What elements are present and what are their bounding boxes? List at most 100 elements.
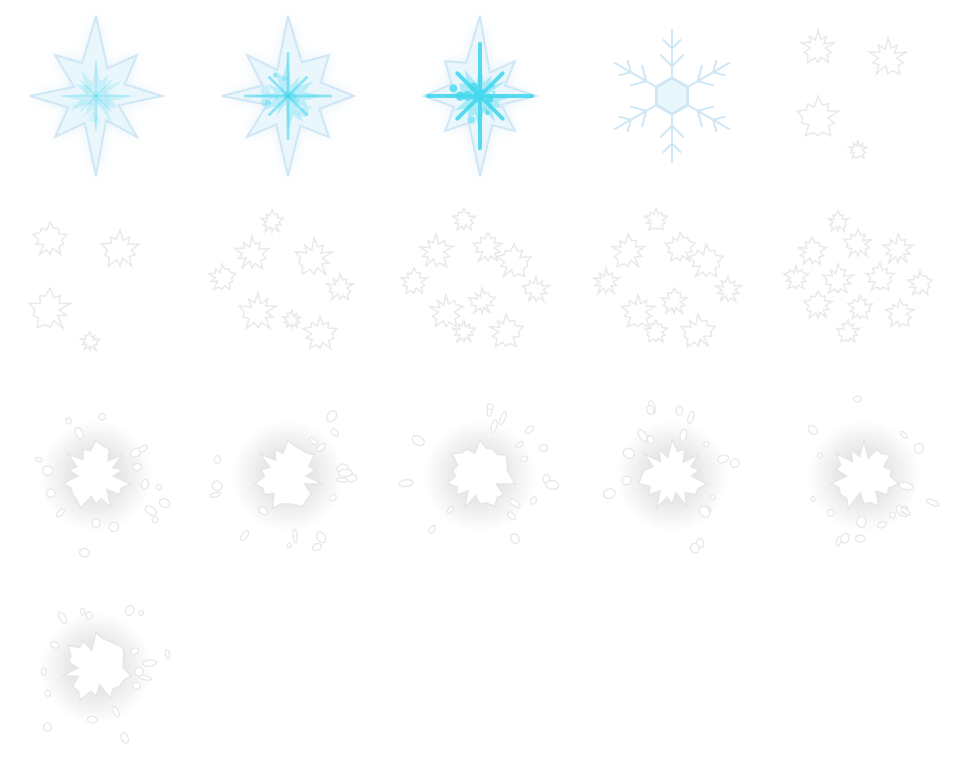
ice-crystal [99,99,111,110]
splash-droplet [687,410,695,425]
splash-droplet [42,722,53,732]
splash-droplet [602,488,616,500]
snow-puff [658,286,690,316]
splash-droplet [900,506,911,516]
ice-crystal [275,96,278,100]
splash-droplet [855,534,866,543]
snow-puff [842,226,873,259]
ice-shard [478,94,505,121]
frame-splash-3 [384,384,576,576]
frame-splash-1 [0,384,192,576]
ice-crystal [91,92,102,103]
snow-cluster-icon [781,209,934,344]
ice-crystal [469,93,477,100]
ice-crystal [485,110,490,116]
splash-droplet [151,515,159,524]
splash-droplet [427,525,437,534]
splash-droplet [807,424,819,435]
snow-puff [449,317,478,344]
splash-droplet [316,531,327,544]
ice-crystal [88,112,99,123]
splash-droplet [138,444,149,453]
snow-puff [495,242,533,279]
frame-snowflake [576,0,768,192]
snow-puff [827,209,851,234]
snow-puff [27,286,74,331]
ice-shard [268,76,290,98]
splash-icon [602,399,740,554]
splash-droplet [646,435,655,445]
splash-droplet [507,511,516,521]
splash-droplet [49,641,60,649]
splash-core [253,438,324,510]
frame-splash-2 [192,384,384,576]
splash-droplet [717,454,730,464]
frame-snow-cluster-1 [768,0,960,192]
ice-crystal [102,95,112,104]
splash-droplet [138,610,145,617]
snow-puff [610,231,648,269]
splash-droplet [637,428,649,443]
splash-droplet [689,542,700,554]
snow-puff [293,235,334,277]
snow-puff [398,266,430,296]
ice-crystal [283,93,290,99]
frame-splash-5 [768,384,960,576]
splash-droplet [486,403,494,411]
ice-shard [80,80,97,97]
ice-star-icon [29,15,166,177]
ice-crystal [260,85,271,96]
snow-cluster-icon [592,205,744,348]
ice-crystal [462,90,473,101]
frame-snow-cluster-4 [384,192,576,384]
splash-droplet [411,434,425,447]
snow-puff [467,285,497,316]
frame-snow-cluster-6 [768,192,960,384]
ice-crystal [272,73,278,78]
splash-droplet [826,508,835,517]
ice-crystal [490,84,495,88]
splash-droplet [213,455,222,464]
frame-ice-star-1 [0,0,192,192]
snow-cluster-icon [795,27,908,160]
snow-puff [714,273,744,304]
splash-droplet [164,649,171,660]
snow-puff [592,265,622,296]
splash-droplet [311,542,323,552]
ice-shard [80,95,97,112]
splash-droplet [510,533,520,545]
snow-puff [834,318,862,344]
splash-icon [807,395,940,547]
splash-droplet [79,547,90,558]
snow-puff [845,139,868,160]
ice-crystal [85,91,90,96]
ice-crystal [469,82,479,92]
splash-icon [209,410,358,552]
snow-puff [905,268,934,297]
snow-puff [687,241,725,279]
splash-droplet [258,506,269,516]
splash-droplet [85,611,93,620]
splash-droplet [65,417,72,425]
ice-core [60,60,132,132]
snow-puff [795,93,842,138]
splash-droplet [898,481,914,491]
frame-splash-6 [0,576,192,768]
splash-droplet [144,505,157,516]
splash-droplet [308,437,318,446]
frame-snow-cluster-3 [192,192,384,384]
splash-droplet [816,452,823,459]
splash-droplet [112,705,120,718]
ice-crystal [105,116,113,124]
splash-droplet [55,508,66,518]
snow-puff [418,231,456,269]
splash-droplet [158,498,171,509]
ice-crystal [473,88,482,97]
snow-puff [471,230,504,263]
snow-puff [663,230,697,264]
snow-puff [99,227,142,269]
ice-crystal [94,117,102,125]
ice-shard [95,80,112,97]
splash-droplet [679,428,688,442]
